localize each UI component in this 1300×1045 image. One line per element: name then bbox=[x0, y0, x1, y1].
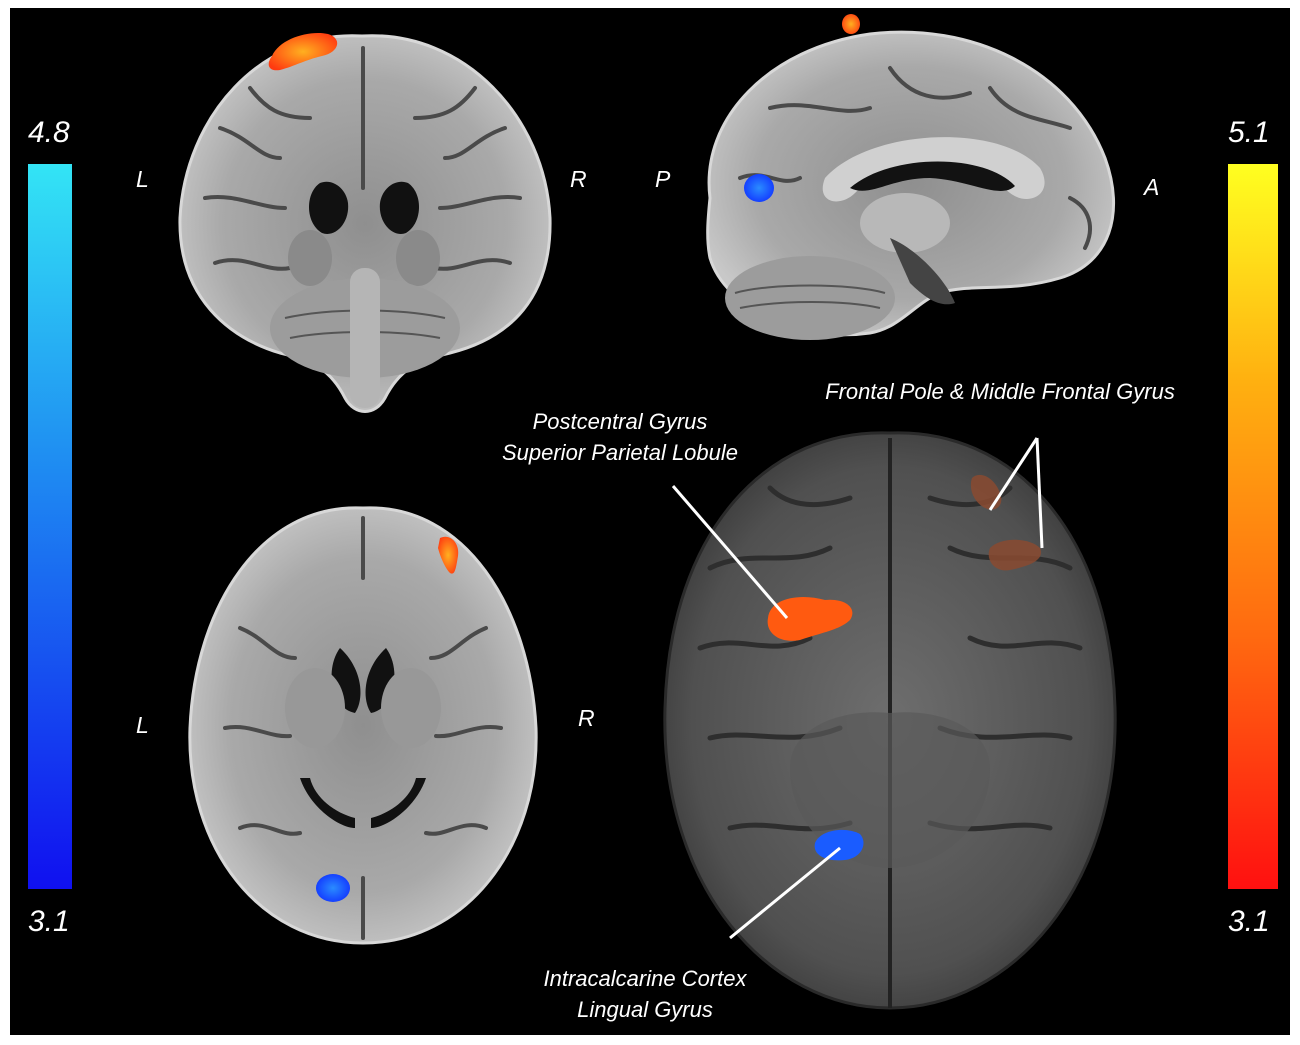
render-postcentral-blob bbox=[767, 597, 853, 641]
scale-right-min: 3.1 bbox=[1228, 905, 1270, 938]
sagittal-slice bbox=[706, 14, 1116, 340]
label-pointers bbox=[671, 437, 1044, 940]
axial-right-label: R bbox=[578, 705, 595, 731]
label-postcentral-line2: Superior Parietal Lobule bbox=[501, 440, 739, 465]
axial-cool-blob bbox=[316, 874, 350, 902]
render-intracalcarine-blob bbox=[814, 829, 864, 861]
scale-left-min: 3.1 bbox=[28, 905, 70, 938]
label-postcentral-line1: Postcentral Gyrus bbox=[532, 409, 708, 434]
sagittal-warm-blob bbox=[842, 14, 860, 34]
render-frontal-blob-1 bbox=[970, 474, 1002, 510]
coronal-slice bbox=[178, 32, 552, 413]
axial-warm-blob bbox=[438, 536, 459, 574]
surface-render bbox=[663, 431, 1117, 1010]
coronal-right-label: R bbox=[570, 166, 587, 192]
coronal-left-label: L bbox=[136, 166, 149, 192]
scale-bar-left bbox=[28, 164, 72, 889]
sagittal-posterior-label: P bbox=[655, 166, 671, 192]
label-intracalcarine-line2: Lingual Gyrus bbox=[577, 997, 713, 1022]
axial-slice bbox=[188, 506, 538, 945]
label-frontal: Frontal Pole & Middle Frontal Gyrus bbox=[825, 379, 1175, 404]
label-intracalcarine-line1: Intracalcarine Cortex bbox=[543, 966, 747, 991]
label-intracalcarine: Intracalcarine Cortex Lingual Gyrus bbox=[510, 963, 780, 1025]
brain-illustrations bbox=[178, 14, 1117, 1010]
sagittal-cool-blob bbox=[744, 174, 774, 202]
coronal-activation-blob bbox=[268, 32, 338, 71]
scale-bar-right bbox=[1228, 164, 1278, 889]
axial-left-label: L bbox=[136, 712, 149, 738]
label-postcentral: Postcentral Gyrus Superior Parietal Lobu… bbox=[480, 406, 760, 468]
render-frontal-blob-2 bbox=[988, 539, 1041, 571]
sagittal-anterior-label: A bbox=[1144, 174, 1160, 200]
scale-left-max: 4.8 bbox=[28, 116, 70, 149]
scale-right-max: 5.1 bbox=[1228, 116, 1270, 149]
figure-panel: 4.8 3.1 5.1 3.1 L R P A L R Postcentral … bbox=[10, 8, 1290, 1035]
